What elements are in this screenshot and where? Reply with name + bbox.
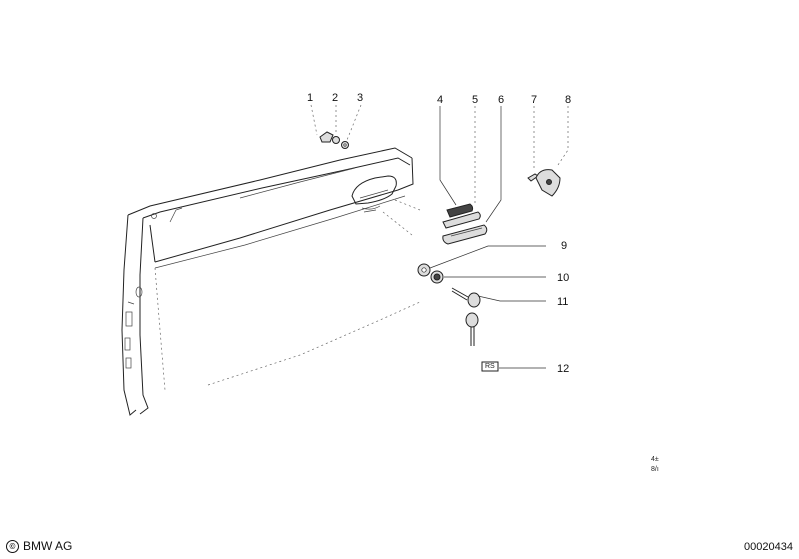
callout-6: 6 [498,94,505,106]
callout-4: 4 [437,94,444,106]
parts-1-2-3 [319,131,349,149]
callout-5: 5 [472,94,479,106]
door-edge-details [124,213,157,369]
diagram-number: 00020434 [744,541,793,553]
corner-note-line-1: 4± [651,456,659,463]
callout-2: 2 [332,92,339,104]
callout-3: 3 [357,92,364,104]
callout-1: 1 [307,92,314,104]
emblem-label: RS [485,363,495,370]
corner-note-line-2: 8/ı [651,466,659,473]
door-panel [121,147,421,416]
copyright-footer: © BMW AG [6,539,72,553]
door-handle-recess [351,175,397,213]
copyright-icon: © [6,539,19,553]
emblem-part-12 [481,361,499,372]
callout-8: 8 [565,94,572,106]
leader-lines [310,104,569,369]
callout-12: 12 [557,363,570,375]
callout-9: 9 [561,240,568,252]
lock-cylinder-parts [417,263,444,284]
brand-name: BMW AG [23,539,73,553]
callout-11: 11 [557,296,569,308]
callout-7: 7 [531,94,538,106]
keys [451,287,481,346]
parts-4-5-6 [442,203,488,245]
callout-10: 10 [557,272,570,284]
parts-7-8 [527,169,561,197]
